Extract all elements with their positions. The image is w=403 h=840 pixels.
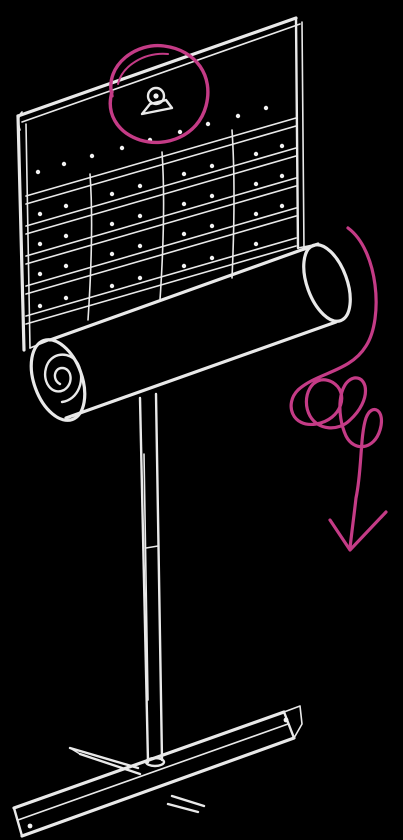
highlight-circle-icon — [110, 46, 208, 143]
roller-cylinder — [21, 239, 359, 428]
stand-base — [14, 706, 302, 836]
camera-icon — [142, 88, 172, 114]
stand-pole — [140, 394, 164, 766]
